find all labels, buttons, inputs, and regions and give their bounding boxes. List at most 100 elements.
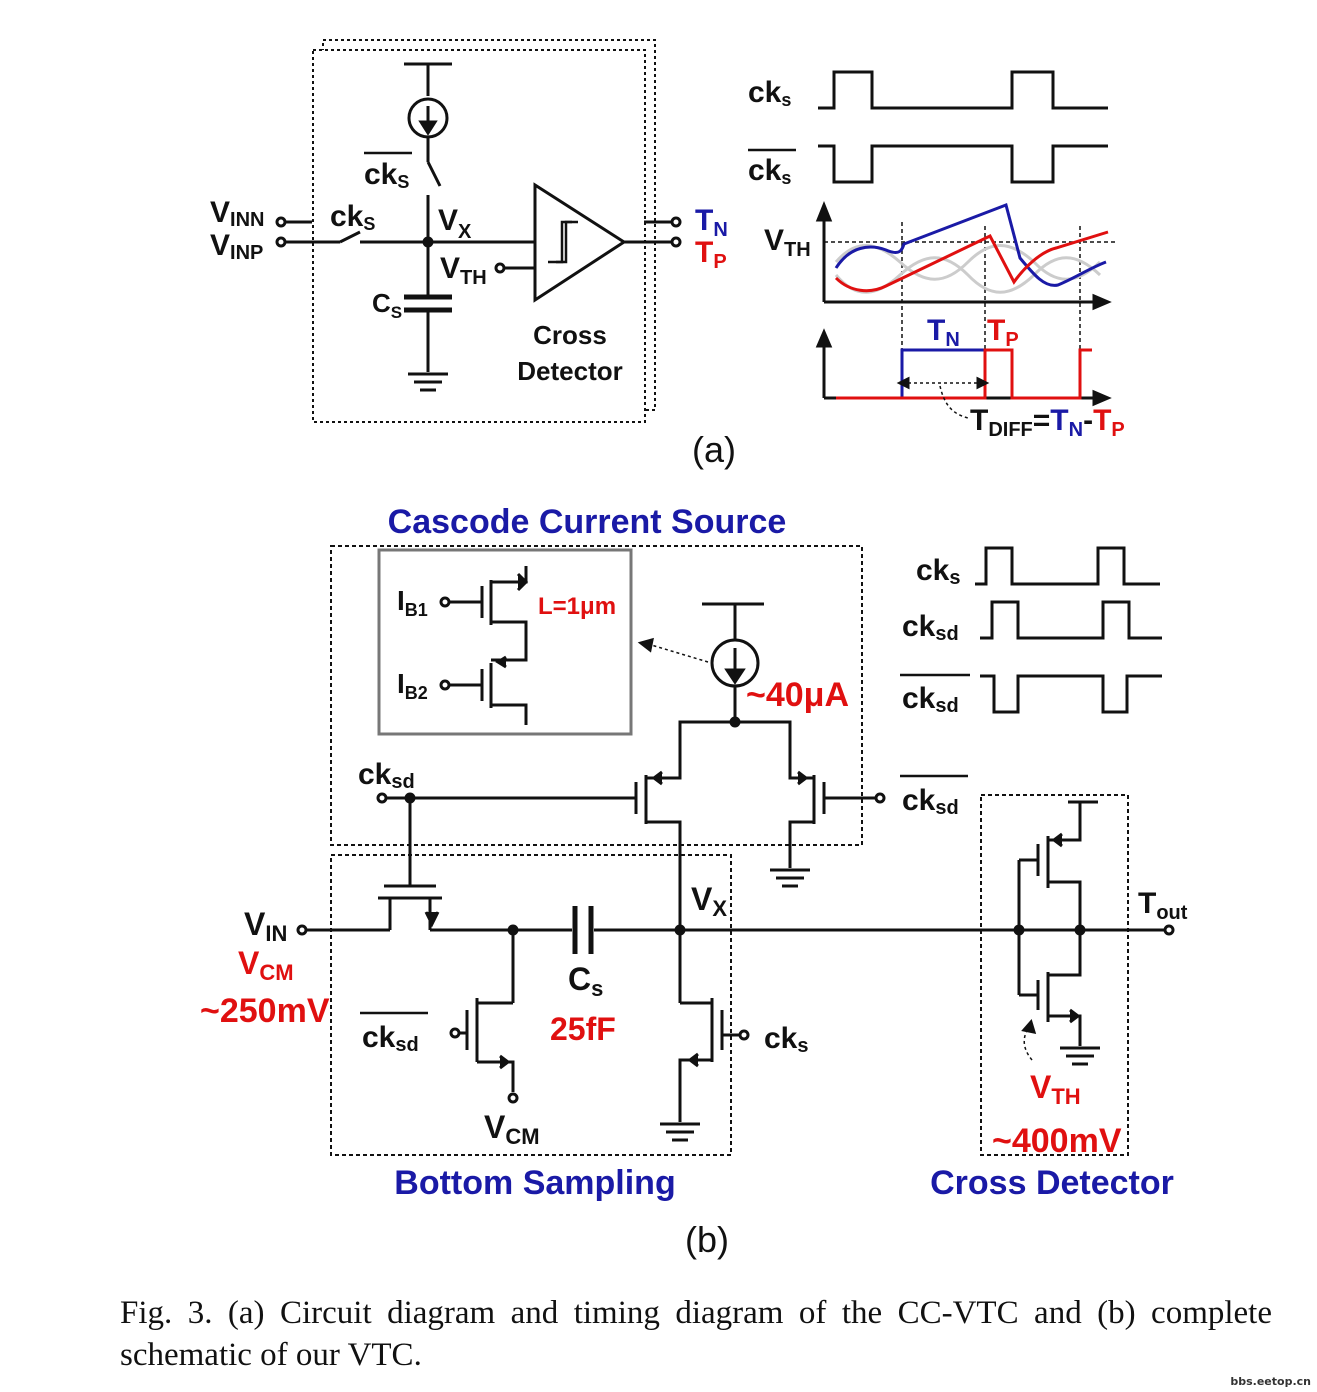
svg-text:cksd: cksd <box>362 1021 419 1056</box>
svg-text:cksd: cksd <box>902 682 959 717</box>
vx-b-label: V <box>691 881 713 917</box>
ib1-label: I <box>397 585 405 616</box>
tp-pulse <box>836 348 1092 400</box>
cross-detector-box <box>980 794 1129 1156</box>
svg-text:Tout: Tout <box>1138 887 1188 924</box>
vcm-label: V <box>238 945 260 981</box>
svg-text:cks: cks <box>748 154 791 188</box>
timing-tn-label: T <box>927 314 945 347</box>
bottom-sampling-title: Bottom Sampling <box>394 1164 675 1202</box>
timing-b <box>975 546 1162 714</box>
ground-icon <box>1060 1046 1100 1066</box>
circuit-figure: VINN VINP ckS ckS VX VTH CS Cross Detect… <box>200 39 1188 1260</box>
panel-a-circuit <box>275 39 682 423</box>
timing-b-cks-label: ck <box>916 554 950 587</box>
svg-text:VTH: VTH <box>1030 1069 1081 1109</box>
detector-line1: Cross <box>533 320 607 350</box>
vth-label: V <box>440 252 460 285</box>
vinp-label: V <box>210 229 230 262</box>
figure-caption: Fig. 3. (a) Circuit diagram and timing d… <box>120 1295 1272 1373</box>
tn-pulse <box>884 348 987 400</box>
svg-text:VTH: VTH <box>764 224 811 261</box>
switch-ckbar-label: ck <box>364 158 398 191</box>
svg-text:VCM: VCM <box>238 945 294 985</box>
cksdbar-waveform <box>980 674 1162 714</box>
timing-vth-label: V <box>764 224 784 257</box>
svg-text:IB2: IB2 <box>397 668 428 703</box>
cks-b-label: ck <box>764 1022 798 1055</box>
vinn-label: V <box>210 196 230 229</box>
ib2-label: I <box>397 668 405 699</box>
length-label: L=1μm <box>538 593 616 620</box>
cksd-waveform <box>980 600 1162 640</box>
ground-icon <box>660 1122 700 1142</box>
cs-label: C <box>372 288 391 318</box>
vth-terminal <box>494 262 506 274</box>
svg-text:TN: TN <box>927 314 960 351</box>
cascode-title: Cascode Current Source <box>388 503 787 541</box>
timing-tp-label: T <box>987 314 1005 347</box>
cs-value: 25fF <box>550 1011 616 1047</box>
panel-a-label: (a) <box>692 429 736 470</box>
cs-b-label: C <box>568 961 591 997</box>
svg-text:VX: VX <box>691 881 727 921</box>
cks-b-waveform <box>975 546 1160 586</box>
svg-text:cksd: cksd <box>902 784 959 819</box>
svg-text:cks: cks <box>748 76 791 110</box>
vx-ramp-blue <box>834 203 1107 287</box>
ground-icon <box>408 372 448 392</box>
svg-text:VX: VX <box>438 204 472 243</box>
svg-text:cksd: cksd <box>902 610 959 645</box>
tp-out-label: T <box>695 236 713 269</box>
cksd-bar-label: ck <box>362 1021 396 1054</box>
cks-waveform <box>818 70 1108 110</box>
watermark: bbs.eetop.cn <box>1230 1375 1311 1388</box>
panel-b-circuit <box>296 545 1175 1156</box>
vx-label: V <box>438 204 458 237</box>
comparator-icon <box>533 182 627 303</box>
timing-cksbar-label: ck <box>748 154 782 187</box>
vx-ramp-red <box>834 230 1109 293</box>
timing-a <box>815 70 1118 419</box>
current-label: ~40μA <box>746 676 849 714</box>
tp-terminal <box>670 236 682 248</box>
svg-text:TN: TN <box>695 204 728 241</box>
vin-label: V <box>244 906 266 942</box>
tn-out-label: T <box>695 204 713 237</box>
timing-cks-label: ck <box>748 76 782 109</box>
tdiff-equation: TDIFF=TN-TP <box>970 404 1125 441</box>
svg-text:VIN: VIN <box>244 906 287 946</box>
vth-value: ~400mV <box>992 1122 1122 1160</box>
cksd-right-label: ck <box>902 784 936 817</box>
bottom-sampling-box <box>330 854 732 1156</box>
svg-text:TP: TP <box>695 236 727 273</box>
svg-text:ckS: ckS <box>364 158 409 192</box>
detector-line2: Detector <box>517 356 622 386</box>
cross-detector-title: Cross Detector <box>930 1164 1174 1202</box>
svg-text:cksd: cksd <box>358 758 415 793</box>
svg-text:IB1: IB1 <box>397 585 428 620</box>
timing-b-cksdbar-label: ck <box>902 682 936 715</box>
svg-text:cks: cks <box>916 554 961 589</box>
panel-b-label: (b) <box>685 1219 729 1260</box>
cascode-box <box>330 545 863 846</box>
switch-ckbar <box>426 161 442 187</box>
vcm-bottom-label: V <box>484 1109 506 1145</box>
tn-terminal <box>670 216 682 228</box>
cascode-inset <box>377 548 633 736</box>
vcm-value: ~250mV <box>200 992 330 1030</box>
switch-cks-label: ck <box>330 200 364 233</box>
vinp-terminal <box>275 236 287 248</box>
cksbar-waveform <box>818 144 1108 184</box>
svg-text:VCM: VCM <box>484 1109 540 1149</box>
vinn-terminal <box>275 216 287 228</box>
svg-text:VINP: VINP <box>210 229 263 264</box>
ground-icon <box>770 868 810 888</box>
svg-text:ckS: ckS <box>330 200 375 234</box>
svg-text:cks: cks <box>764 1022 809 1057</box>
svg-text:VINN: VINN <box>210 196 264 231</box>
vth-b-label: V <box>1030 1069 1052 1105</box>
svg-text:CS: CS <box>372 288 402 322</box>
timing-b-cksd-label: ck <box>902 610 936 643</box>
cksd-left-label: ck <box>358 758 392 791</box>
